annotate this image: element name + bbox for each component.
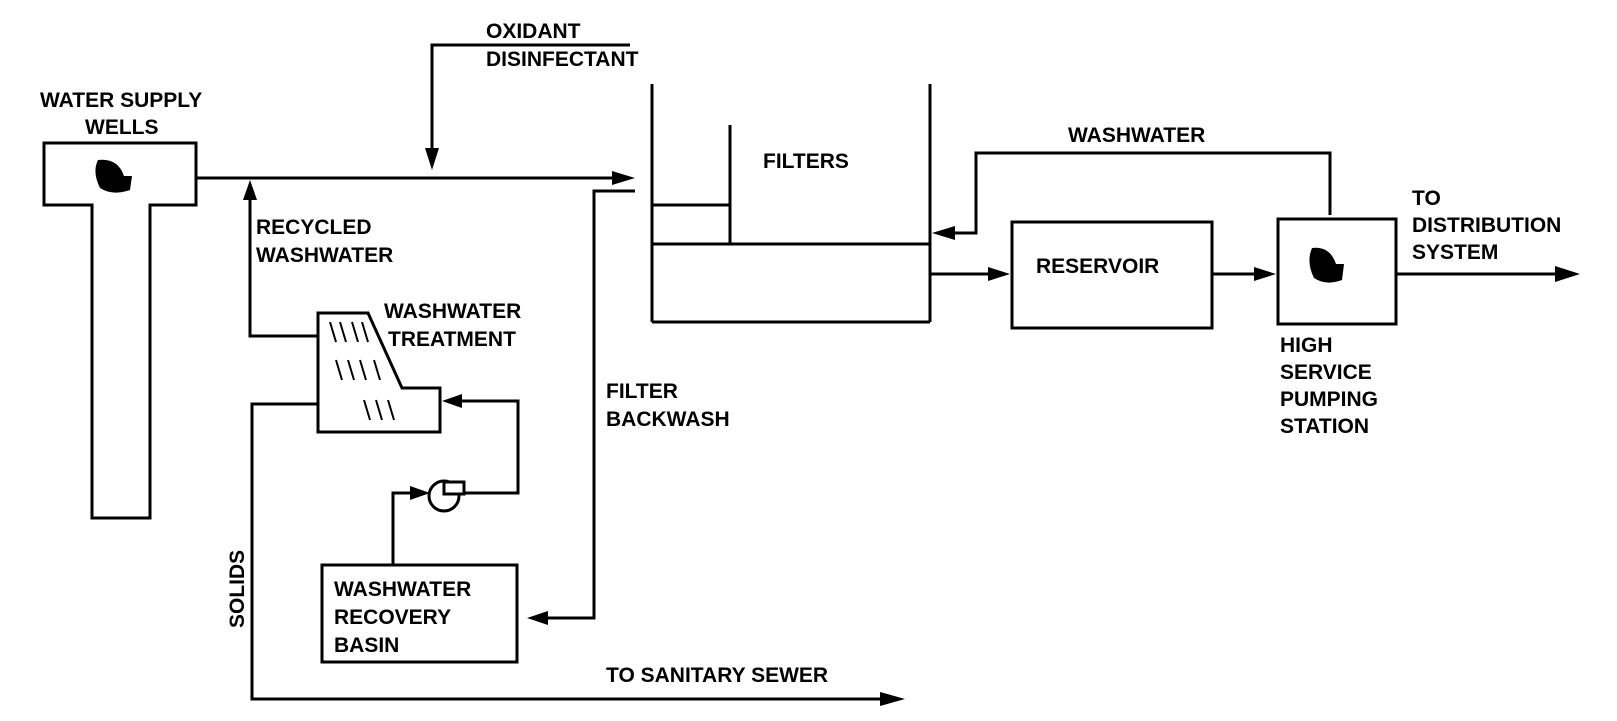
reservoir bbox=[1010, 220, 1214, 330]
oxidant-feed-line bbox=[430, 43, 630, 150]
recycled-washwater-arrow-icon bbox=[243, 180, 257, 200]
filter-backwash-label-line2: BACKWASH bbox=[606, 408, 730, 431]
sewer-arrow-icon bbox=[880, 692, 905, 706]
washwater-return-line bbox=[955, 151, 1332, 235]
recovery-label-line3: BASIN bbox=[334, 634, 399, 657]
disinfectant-label: DISINFECTANT bbox=[486, 48, 639, 71]
washwater-return-label: WASHWATER bbox=[1068, 124, 1205, 147]
pump-inlet-arrow-icon bbox=[410, 486, 430, 500]
station-pump-icon bbox=[1309, 247, 1344, 283]
water-supply-wells bbox=[42, 141, 198, 520]
recovery-label-line1: WASHWATER bbox=[334, 578, 471, 601]
solids-line bbox=[250, 402, 880, 701]
filter-backwash-label-line1: FILTER bbox=[606, 380, 678, 403]
wells-label-line2: WELLS bbox=[85, 116, 159, 139]
solids-label: SOLIDS bbox=[226, 550, 249, 628]
recovery-pump-icon bbox=[427, 479, 466, 513]
recycled-label-line1: RECYCLED bbox=[256, 216, 372, 239]
reservoir-label: RESERVOIR bbox=[1036, 255, 1159, 278]
to-dist-label-line1: TO bbox=[1412, 187, 1441, 210]
oxidant-arrow-icon bbox=[425, 148, 439, 170]
recovery-label-line2: RECOVERY bbox=[334, 606, 451, 629]
pump-station-label-line2: SERVICE bbox=[1280, 361, 1372, 384]
distribution-arrow-icon bbox=[1555, 266, 1580, 282]
sanitary-sewer-label: TO SANITARY SEWER bbox=[606, 664, 828, 687]
basin-to-pump-line bbox=[391, 491, 412, 565]
filters-unit bbox=[650, 84, 932, 324]
filters-label: FILTERS bbox=[763, 150, 849, 173]
pump-station-label-line3: PUMPING bbox=[1280, 388, 1378, 411]
treatment-inlet-arrow-icon bbox=[442, 394, 462, 408]
reservoir-inlet-arrow-icon bbox=[988, 267, 1010, 281]
to-dist-label-line2: DISTRIBUTION bbox=[1412, 214, 1561, 237]
backwash-arrow-icon bbox=[527, 611, 548, 625]
pump-station-label-line4: STATION bbox=[1280, 415, 1369, 438]
washwater-recovery-basin bbox=[320, 563, 519, 664]
recycled-washwater-line bbox=[248, 200, 318, 338]
washwater-return-arrow-icon bbox=[932, 226, 955, 240]
pumps-inlet-arrow-icon bbox=[1254, 267, 1276, 281]
ww-treatment-label-line2: TREATMENT bbox=[388, 328, 516, 351]
well-pump-icon bbox=[95, 159, 132, 193]
filter-backwash-line bbox=[545, 189, 635, 620]
wells-label-line1: WATER SUPPLY bbox=[40, 89, 202, 112]
recycled-label-line2: WASHWATER bbox=[256, 244, 393, 267]
to-dist-label-line3: SYSTEM bbox=[1412, 241, 1498, 264]
pump-station-label-line1: HIGH bbox=[1280, 334, 1333, 357]
ww-treatment-label-line1: WASHWATER bbox=[384, 300, 521, 323]
raw-water-arrow-icon bbox=[612, 171, 635, 185]
pump-to-treatment-line bbox=[458, 399, 520, 495]
washwater-treatment-unit bbox=[316, 311, 442, 434]
oxidant-label: OXIDANT bbox=[486, 20, 581, 43]
